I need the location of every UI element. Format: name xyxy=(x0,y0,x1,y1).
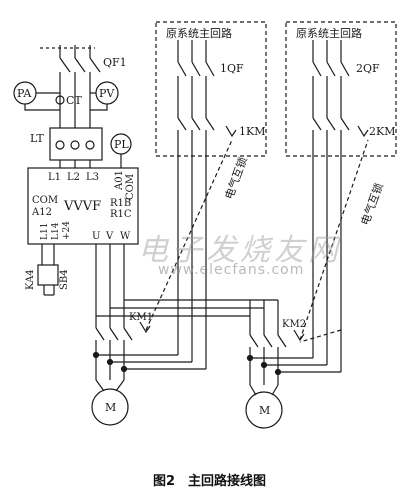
vvvf-inverter xyxy=(27,167,139,245)
u-label: U xyxy=(92,231,100,242)
km2-contactor xyxy=(249,329,305,348)
km-2-label: 2KM xyxy=(369,125,395,138)
motor-1 xyxy=(91,388,129,426)
w-label: W xyxy=(120,231,131,242)
l3-label: L3 xyxy=(86,172,99,183)
original-circuit-box-1 xyxy=(155,21,267,157)
km1-label: KM1 xyxy=(129,312,153,323)
ct-transformer xyxy=(55,95,65,105)
qf-2-breaker xyxy=(312,40,350,118)
figure-caption: 图2 主回路接线图 xyxy=(152,474,267,489)
a01-label: A01 xyxy=(114,170,125,191)
l11-label: L11 xyxy=(40,223,50,240)
watermark-url: www.elecfans.com xyxy=(158,262,305,278)
lt-label: LT xyxy=(30,132,44,145)
l14-label: L14 xyxy=(51,222,61,240)
pv-label: PV xyxy=(99,87,115,100)
watermark-logo-text: 电子发烧友网 xyxy=(138,233,342,268)
lt-reactor xyxy=(49,127,103,161)
interlock-2-line xyxy=(299,139,369,341)
motor-2 xyxy=(245,391,283,429)
com-left-label: COM xyxy=(32,195,58,206)
km-1-label: 1KM xyxy=(239,125,265,138)
pa-label: PA xyxy=(17,87,32,100)
a12-label: A12 xyxy=(31,207,52,218)
qf-1-breaker xyxy=(177,40,215,118)
motor-2-label: M xyxy=(259,404,270,417)
p24-label: +24 xyxy=(62,221,72,240)
original-circuit-box-2 xyxy=(285,21,397,157)
vvvf-label: VVVF xyxy=(63,199,101,214)
ka4-contact xyxy=(37,264,59,286)
qf1-label: QF1 xyxy=(103,56,127,69)
r1c-label: R1C xyxy=(110,209,132,220)
qf1-breaker xyxy=(59,57,101,128)
ka4-label: KA4 xyxy=(25,269,36,290)
km-2-contactor xyxy=(312,117,369,138)
l1-label: L1 xyxy=(48,172,61,183)
motor-1-label: M xyxy=(105,401,116,414)
km2-label: KM2 xyxy=(282,319,306,330)
qf-2-label: 2QF xyxy=(356,62,380,75)
ct-label: CT xyxy=(66,94,82,107)
supply-lines xyxy=(40,45,95,58)
r1b-label: R1B xyxy=(110,198,131,209)
qf-1-label: 1QF xyxy=(220,62,244,75)
box2-title: 原系统主回路 xyxy=(296,27,362,40)
pl-label: PL xyxy=(114,138,129,151)
km1-contactor xyxy=(95,321,151,341)
interlock-1-label: 电气互锁 xyxy=(222,155,250,201)
com-right-label: COM xyxy=(125,174,136,200)
box1-title: 原系统主回路 xyxy=(166,27,232,40)
km-1-contactor xyxy=(177,117,237,138)
sb4-label: SB4 xyxy=(59,269,70,290)
interlock-2-label: 电气互锁 xyxy=(358,181,386,227)
v-label: V xyxy=(105,231,114,242)
l2-label: L2 xyxy=(67,172,80,183)
